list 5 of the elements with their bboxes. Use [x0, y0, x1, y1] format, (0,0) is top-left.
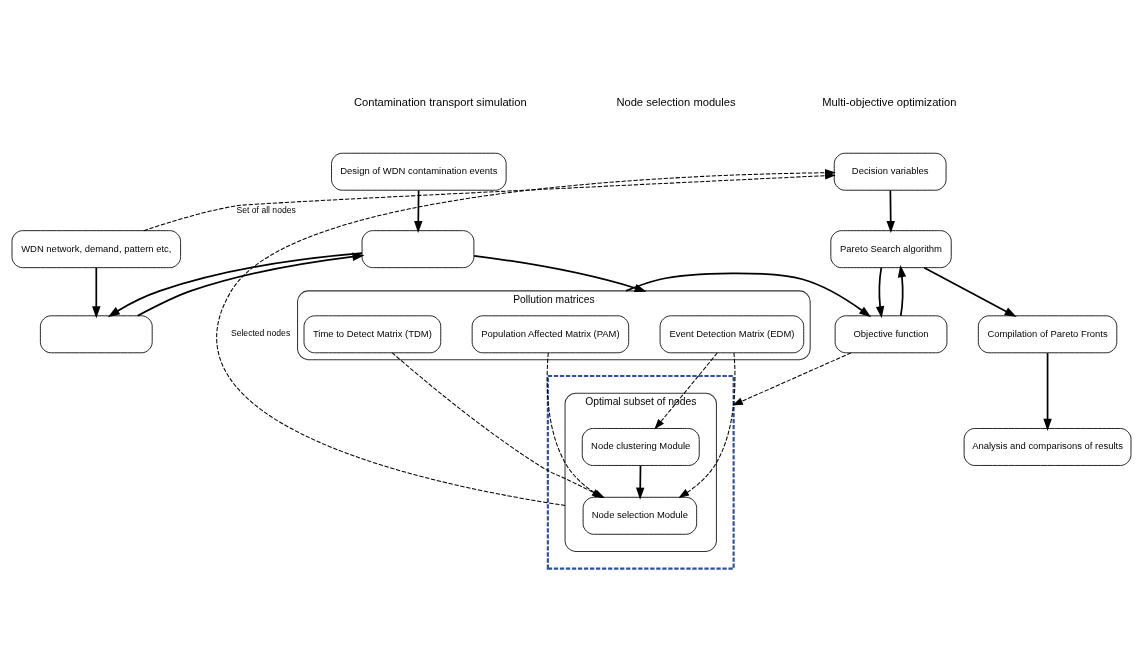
- edge-label: Selected nodes: [230, 328, 291, 339]
- edge-label: Set of all nodes: [236, 204, 296, 215]
- label: Multi-objective optimization: [822, 95, 957, 108]
- label: Contamination transport simulation: [354, 95, 527, 108]
- label: Node selection modules: [616, 95, 736, 108]
